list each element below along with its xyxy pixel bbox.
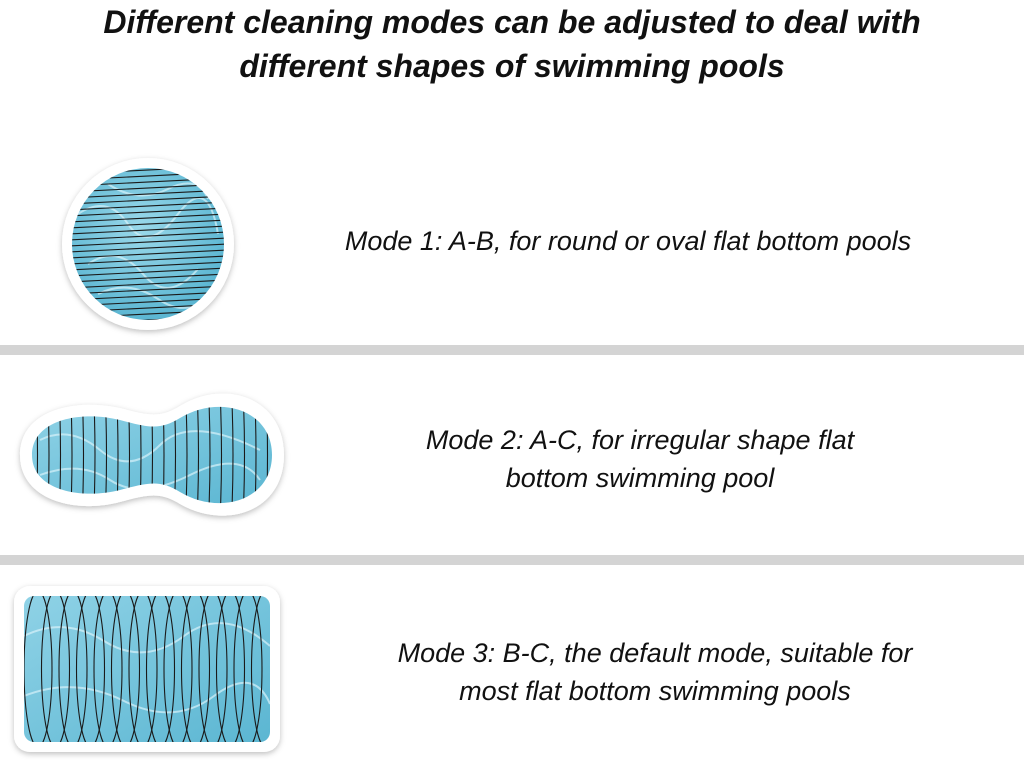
rectangular-pool-icon: [14, 586, 280, 752]
page-title: Different cleaning modes can be adjusted…: [0, 0, 1024, 88]
title-line-1: Different cleaning modes can be adjusted…: [103, 4, 921, 40]
divider-2: [0, 555, 1024, 565]
mode-3-label-line-2: most flat bottom swimming pools: [459, 676, 851, 706]
irregular-pool-icon: [10, 380, 286, 530]
mode-3-label-line-1: Mode 3: B-C, the default mode, suitable …: [397, 638, 913, 668]
divider-1: [0, 345, 1024, 355]
mode-1-caption: Mode 1: A-B, for round or oval flat bott…: [256, 222, 1000, 260]
round-pool-icon: [48, 154, 248, 334]
title-line-2: different shapes of swimming pools: [239, 48, 785, 84]
mode-2-label-line-2: bottom swimming pool: [505, 463, 775, 493]
mode-1-label: Mode 1: A-B, for round or oval flat bott…: [344, 226, 912, 256]
mode-3-caption: Mode 3: B-C, the default mode, suitable …: [300, 634, 1010, 710]
mode-2-caption: Mode 2: A-C, for irregular shape flat bo…: [330, 421, 950, 497]
mode-2-label-line-1: Mode 2: A-C, for irregular shape flat: [425, 425, 855, 455]
